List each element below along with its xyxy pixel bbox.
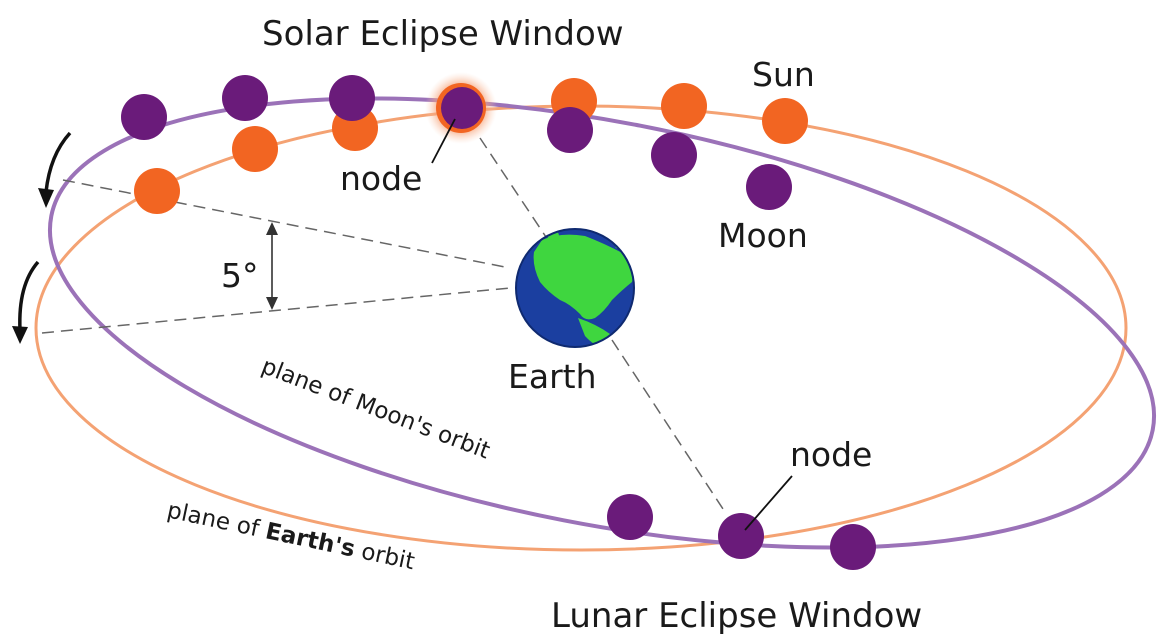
moon-disk [547,107,593,153]
earth-globe-icon [515,228,635,348]
moon-orbit-ellipse [47,96,1157,550]
moon-node-disk [718,513,764,559]
earth-plane-label: plane of Earth's orbit [165,497,417,575]
moon-node-disk [441,87,483,129]
earth-plane-label-bold: Earth's [263,518,357,562]
sun-disk [134,168,180,214]
dashed-line-lower [41,287,511,334]
sun-disk [232,126,278,172]
node-pointer-top [431,118,456,164]
moon-disk [222,75,268,121]
sun-disk [762,98,808,144]
angle-arrow [266,222,278,310]
moon-disk [651,132,697,178]
moon-disk [329,75,375,121]
moon-disk [121,94,167,140]
moon-disk [607,494,653,540]
dashed-line-upper [62,179,511,269]
curved-arrow-head-lower [12,326,28,344]
lunar-eclipse-window-label: Lunar Eclipse Window [551,596,922,636]
curved-arrow-icon [18,131,72,331]
node-label-bottom: node [790,435,872,474]
moon-label: Moon [718,216,808,255]
sun-label: Sun [752,55,815,94]
moon-disk [746,164,792,210]
sun-disk [661,83,707,129]
node-pointer-bottom [744,475,793,531]
curved-arrow-head-upper [38,188,54,208]
moon-disk [830,524,876,570]
node-label-top: node [340,159,422,198]
dashed-line-node-axis-top [479,137,549,241]
earth-label: Earth [508,357,597,396]
dashed-line-node-axis-bottom [611,339,726,513]
angle-label: 5° [221,256,259,295]
solar-eclipse-window-label: Solar Eclipse Window [262,14,624,54]
moon-plane-label: plane of Moon's orbit [258,353,494,464]
